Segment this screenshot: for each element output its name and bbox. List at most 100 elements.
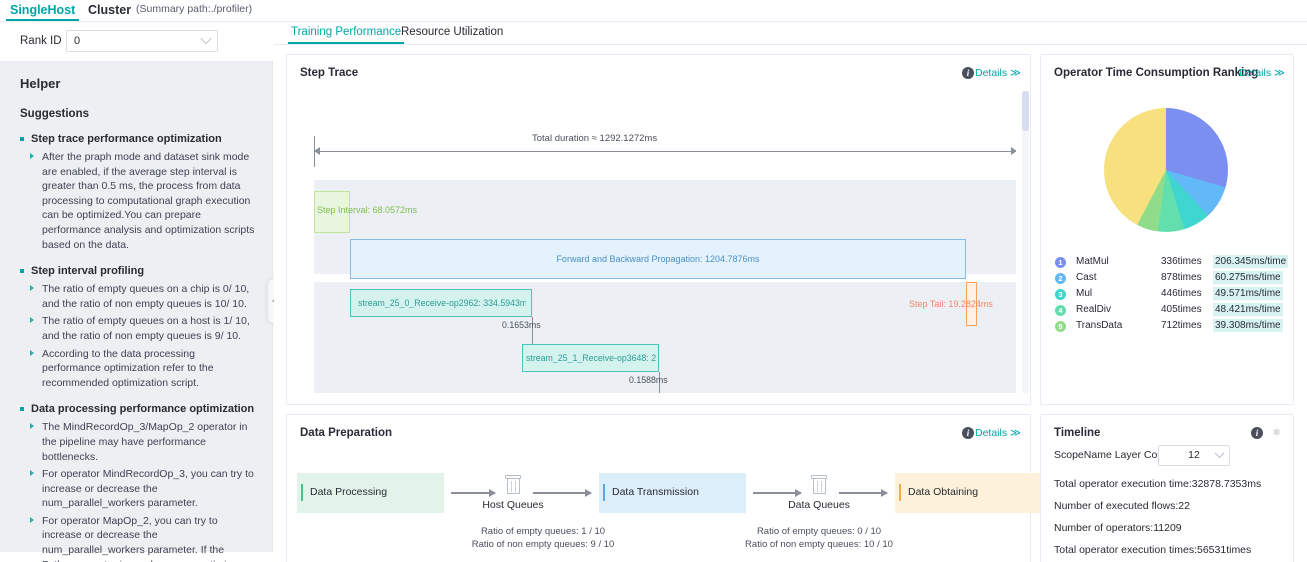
step-interval-box[interactable]	[314, 191, 350, 233]
tab-resource-utilization[interactable]: Resource Utilization	[401, 26, 504, 38]
gap-label-1: 0.1588ms	[629, 375, 668, 385]
suggestion-item-text: The ratio of empty queues on a host is 1…	[42, 315, 250, 342]
host-queues-icon	[505, 475, 521, 495]
receive-label-0: stream_25_0_Receive-op2962: 334.5943ms	[358, 298, 526, 308]
info-icon[interactable]: i	[962, 427, 974, 439]
rank-id-row: Rank ID 0	[0, 22, 273, 62]
suggestion-item-text: The ratio of empty queues on a chip is 0…	[42, 283, 250, 310]
rank-id-label: Rank ID	[20, 35, 62, 47]
tab-training-performance[interactable]: Training Performance	[288, 23, 405, 44]
suggestion-heading-label: Data processing performance optimization	[31, 403, 255, 416]
data-queues-label: Data Queues	[788, 499, 850, 511]
operator-ranking-details-link[interactable]: Details ≫	[1238, 67, 1285, 79]
info-icon[interactable]: i	[962, 67, 974, 79]
step-trace-title: Step Trace	[300, 67, 359, 79]
flow-arrow-2	[533, 489, 592, 496]
legend-avg-time: 48.421ms/time	[1213, 303, 1283, 316]
legend-times: 712times	[1161, 320, 1202, 331]
legend-times: 878times	[1161, 272, 1202, 283]
helper-panel: Helper Suggestions Step trace performanc…	[0, 63, 273, 562]
num-operators: Number of operators:11209	[1054, 522, 1182, 534]
total-exec-times: Total operator execution times:56531time…	[1054, 544, 1252, 556]
legend-avg-time: 49.571ms/time	[1213, 287, 1283, 300]
legend-avg-time: 206.345ms/time	[1213, 255, 1289, 268]
gear-icon[interactable]	[1270, 426, 1282, 438]
forward-backward-label: Forward and Backward Propagation: 1204.7…	[556, 254, 760, 264]
bullet-icon	[20, 137, 24, 141]
stage-accent-bar	[603, 484, 605, 501]
legend-rank-badge: 3	[1055, 289, 1066, 300]
triangle-right-icon	[30, 153, 34, 159]
flow-arrow-1	[451, 489, 496, 496]
rank-id-select[interactable]: 0	[66, 30, 218, 52]
data-non-empty-ratio: Ratio of non empty queues: 10 / 10	[745, 539, 893, 550]
data-queues-icon	[811, 475, 827, 495]
stage-accent-bar	[301, 484, 303, 501]
suggestion-heading: Step trace performance optimization	[20, 132, 255, 147]
receive-label-1: stream_25_1_Receive-op3648: 241...	[526, 353, 656, 363]
stage-data-obtaining[interactable]: Data Obtaining	[895, 473, 1042, 513]
suggestion-item: According to the data processing perform…	[20, 347, 255, 391]
legend-rank-badge: 2	[1055, 273, 1066, 284]
scope-name-label: ScopeName Layer Counts:	[1054, 449, 1181, 461]
info-icon[interactable]: i	[1251, 427, 1263, 439]
stage-data-processing[interactable]: Data Processing	[297, 473, 444, 513]
flow-arrow-3	[753, 489, 802, 496]
scope-layer-counts-select[interactable]: 12	[1158, 445, 1230, 466]
suggestion-group: Step trace performance optimization Afte…	[20, 132, 255, 252]
pie-slices[interactable]	[1104, 108, 1228, 232]
step-tail-box[interactable]	[966, 282, 977, 326]
suggestion-item: For operator MindRecordOp_3, you can try…	[20, 467, 255, 511]
tab-single-host[interactable]: SingleHost	[6, 0, 80, 21]
bullet-icon	[20, 269, 24, 274]
suggestion-item-text: For operator MindRecordOp_3, you can try…	[42, 468, 254, 510]
legend-rank-badge: 5	[1055, 321, 1066, 332]
receive-box-1[interactable]	[522, 344, 659, 372]
operator-ranking-title: Operator Time Consumption Ranking	[1054, 67, 1259, 79]
suggestion-item: For operator MapOp_2, you can try to inc…	[20, 514, 255, 562]
data-queue-ratios: Ratio of empty queues: 0 / 10 Ratio of n…	[709, 525, 929, 551]
timeline-title: Timeline	[1054, 427, 1101, 439]
data-preparation-title: Data Preparation	[300, 427, 393, 439]
top-navigation: SingleHost Cluster (Summary path:./profi…	[0, 0, 1307, 22]
suggestion-item-text: For operator MapOp_2, you can try to inc…	[42, 514, 238, 562]
gap-connector-0	[532, 317, 533, 344]
legend-rank-badge: 4	[1055, 305, 1066, 316]
triangle-right-icon	[30, 516, 34, 523]
summary-path: (Summary path:./profiler)	[136, 3, 253, 15]
arrow-left-icon	[314, 147, 320, 155]
triangle-right-icon	[30, 317, 34, 324]
data-preparation-details-link[interactable]: Details ≫	[974, 427, 1021, 439]
triangle-right-icon	[30, 423, 34, 430]
step-interval-label: Step Interval: 68.0572ms	[317, 205, 418, 215]
tab-cluster[interactable]: Cluster	[88, 3, 132, 17]
step-trace-card: Step Trace i Details ≫ Total duration ≈ …	[286, 54, 1031, 405]
forward-backward-box[interactable]	[350, 239, 966, 279]
duration-axis-line	[314, 151, 1016, 152]
arrow-right-icon	[1011, 147, 1016, 155]
rank-id-value: 0	[74, 35, 81, 47]
step-trace-details-link[interactable]: Details ≫	[974, 67, 1021, 79]
step-trace-plot: Total duration ≈ 1292.1272ms Step Interv…	[300, 91, 1016, 393]
scrollbar-thumb[interactable]	[1022, 91, 1029, 131]
triangle-right-icon	[30, 285, 34, 292]
suggestion-heading-label: Step interval profiling	[31, 265, 145, 278]
legend-rank-badge: 1	[1055, 257, 1066, 268]
stage-label: Data Transmission	[612, 486, 699, 498]
receive-box-0[interactable]	[350, 289, 532, 317]
step-tail-label: Step Tail: 19.2824ms	[909, 299, 993, 309]
content-area: Training Performance Resource Utilizatio…	[274, 22, 1307, 562]
step-trace-scrollbar[interactable]	[1022, 91, 1029, 393]
stage-data-transmission[interactable]: Data Transmission	[599, 473, 746, 513]
bullet-icon	[20, 407, 24, 412]
suggestion-heading: Data processing performance optimization	[20, 402, 255, 417]
triangle-right-icon	[30, 349, 34, 356]
host-empty-ratio: Ratio of empty queues: 1 / 10	[480, 526, 606, 537]
data-preparation-card: Data Preparation i Details ≫ Data Proces…	[286, 414, 1042, 562]
stage-accent-bar	[899, 484, 901, 501]
